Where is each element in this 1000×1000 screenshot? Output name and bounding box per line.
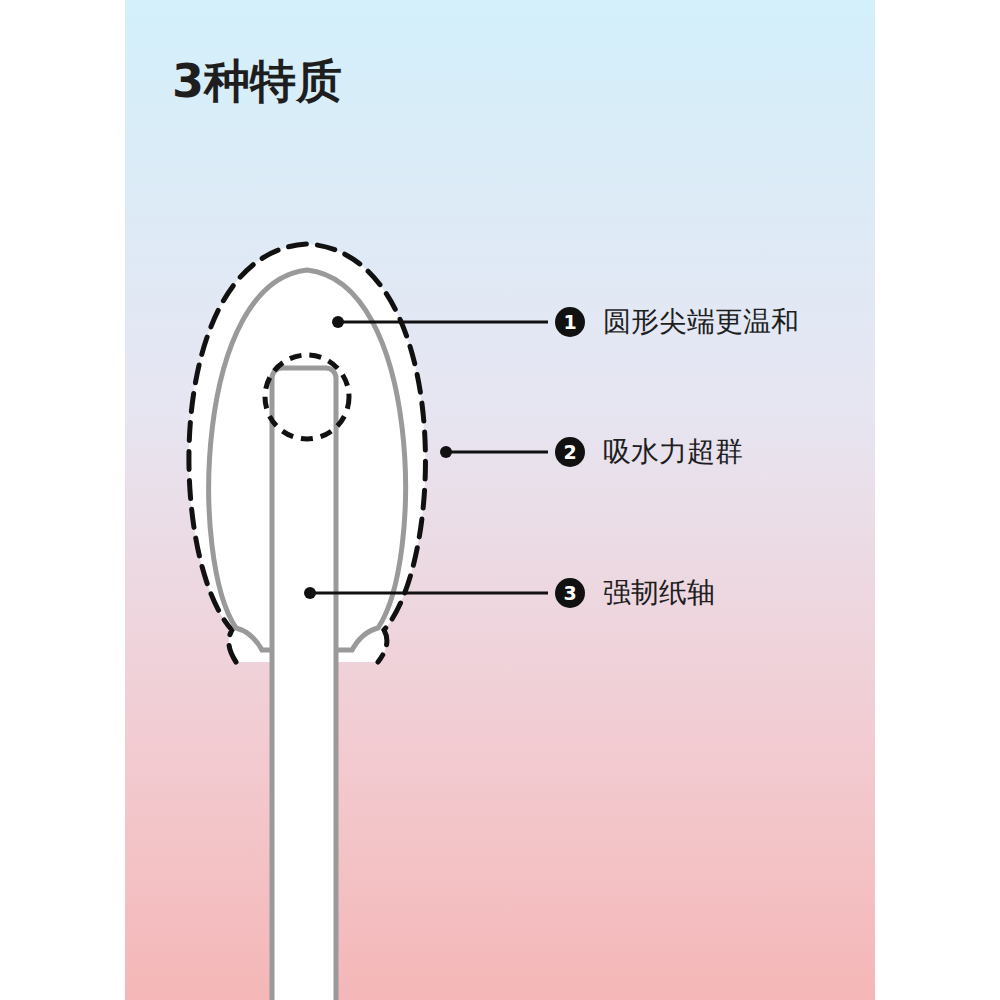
callout-label: 圆形尖端更温和	[603, 305, 799, 339]
paper-stick	[272, 368, 336, 1000]
callout-label: 强韧纸轴	[603, 576, 715, 610]
callout-label: 吸水力超群	[603, 435, 743, 469]
leader-line	[310, 592, 548, 595]
leader-line	[446, 451, 548, 454]
tip-dashed-circle	[265, 355, 349, 439]
leader-line	[338, 321, 548, 324]
callout-number: 1	[555, 307, 585, 337]
title: 3种特质	[172, 51, 342, 113]
callout-number: 3	[555, 578, 585, 608]
callout-number: 2	[555, 437, 585, 467]
